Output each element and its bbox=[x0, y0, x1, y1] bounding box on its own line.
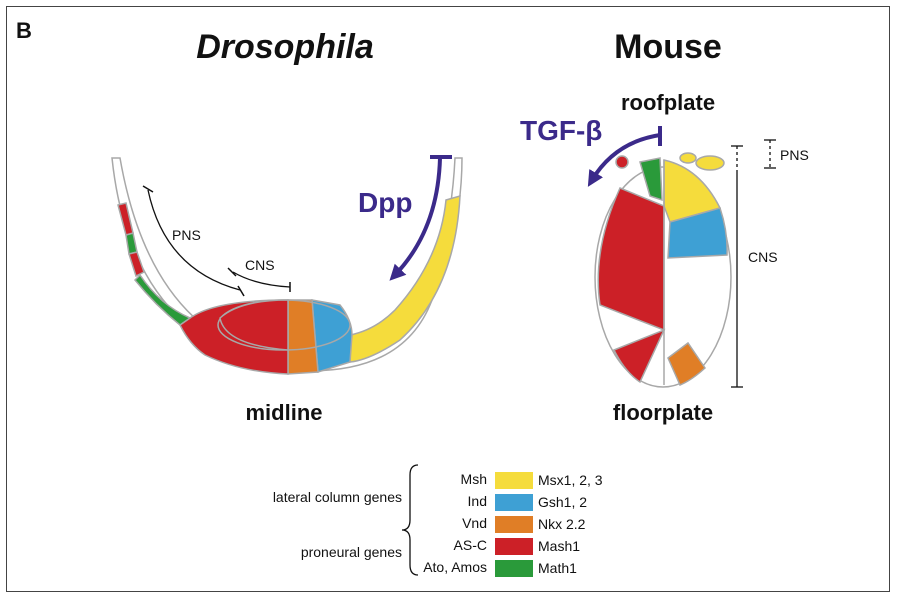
drosophila-cns-bracket bbox=[232, 271, 291, 288]
legend-fly-gene: Ato, Amos bbox=[423, 559, 487, 575]
drosophila-title: Drosophila bbox=[196, 28, 374, 66]
roofplate-label: roofplate bbox=[621, 90, 715, 115]
dpp-arrow bbox=[389, 157, 442, 281]
legend-mouse-gene: Mash1 bbox=[538, 538, 580, 554]
legend-brace bbox=[401, 464, 419, 576]
legend-swatch-blue bbox=[495, 494, 533, 511]
mouse-neural-crest-red bbox=[615, 155, 629, 169]
midline-label: midline bbox=[245, 400, 322, 425]
legend-swatch-red bbox=[495, 538, 533, 555]
panel-label: B bbox=[16, 18, 32, 43]
mouse-title: Mouse bbox=[614, 28, 722, 66]
legend-mouse-gene: Math1 bbox=[538, 560, 577, 576]
legend-group-lateral: lateral column genes bbox=[273, 489, 402, 505]
mouse-cns-label: CNS bbox=[748, 249, 778, 265]
legend-fly-gene: AS-C bbox=[454, 537, 487, 553]
drosophila-ellipse-red bbox=[219, 299, 289, 351]
floorplate-label: floorplate bbox=[613, 400, 713, 425]
drosophila-pns-bracket bbox=[147, 189, 241, 291]
legend-mouse-gene: Gsh1, 2 bbox=[538, 494, 587, 510]
mouse-pns-label: PNS bbox=[780, 147, 809, 163]
mouse-mash1-dorsal bbox=[597, 187, 665, 332]
mouse-math1-domain bbox=[639, 157, 663, 202]
legend-mouse-gene: Msx1, 2, 3 bbox=[538, 472, 603, 488]
drosophila-ind-domain bbox=[311, 299, 353, 373]
legend-fly-gene: Ind bbox=[468, 493, 487, 509]
drosophila-cns-label: CNS bbox=[245, 257, 275, 273]
legend-mouse-gene: Nkx 2.2 bbox=[538, 516, 586, 532]
mouse-gsh-domain bbox=[667, 207, 728, 259]
drosophila-asc-strip-1 bbox=[117, 202, 134, 236]
dpp-label: Dpp bbox=[358, 187, 412, 218]
legend-swatch-green bbox=[495, 560, 533, 577]
drosophila-pns-label: PNS bbox=[172, 227, 201, 243]
figure-frame bbox=[6, 6, 890, 592]
tgf-beta-label: TGF-β bbox=[520, 115, 602, 146]
legend-swatch-orange bbox=[495, 516, 533, 533]
drosophila-asc-strip-2 bbox=[128, 251, 145, 278]
legend-rows: Msh Msx1, 2, 3 Ind Gsh1, 2 Vnd Nkx 2.2 A… bbox=[423, 471, 603, 577]
tgf-beta-arrow bbox=[587, 133, 661, 187]
legend-group-proneural: proneural genes bbox=[301, 544, 402, 560]
mouse-neural-crest-yellow bbox=[695, 155, 725, 171]
legend-fly-gene: Vnd bbox=[462, 515, 487, 531]
legend-swatch-yellow bbox=[495, 472, 533, 489]
mouse-neural-crest-yellow-2 bbox=[679, 152, 697, 164]
legend-fly-gene: Msh bbox=[461, 471, 487, 487]
drosophila-ato-domain bbox=[133, 273, 192, 326]
drosophila-vnd-domain bbox=[287, 299, 319, 375]
mouse-nkx-domain bbox=[667, 341, 706, 386]
mouse-mash1-ventral bbox=[612, 328, 666, 384]
